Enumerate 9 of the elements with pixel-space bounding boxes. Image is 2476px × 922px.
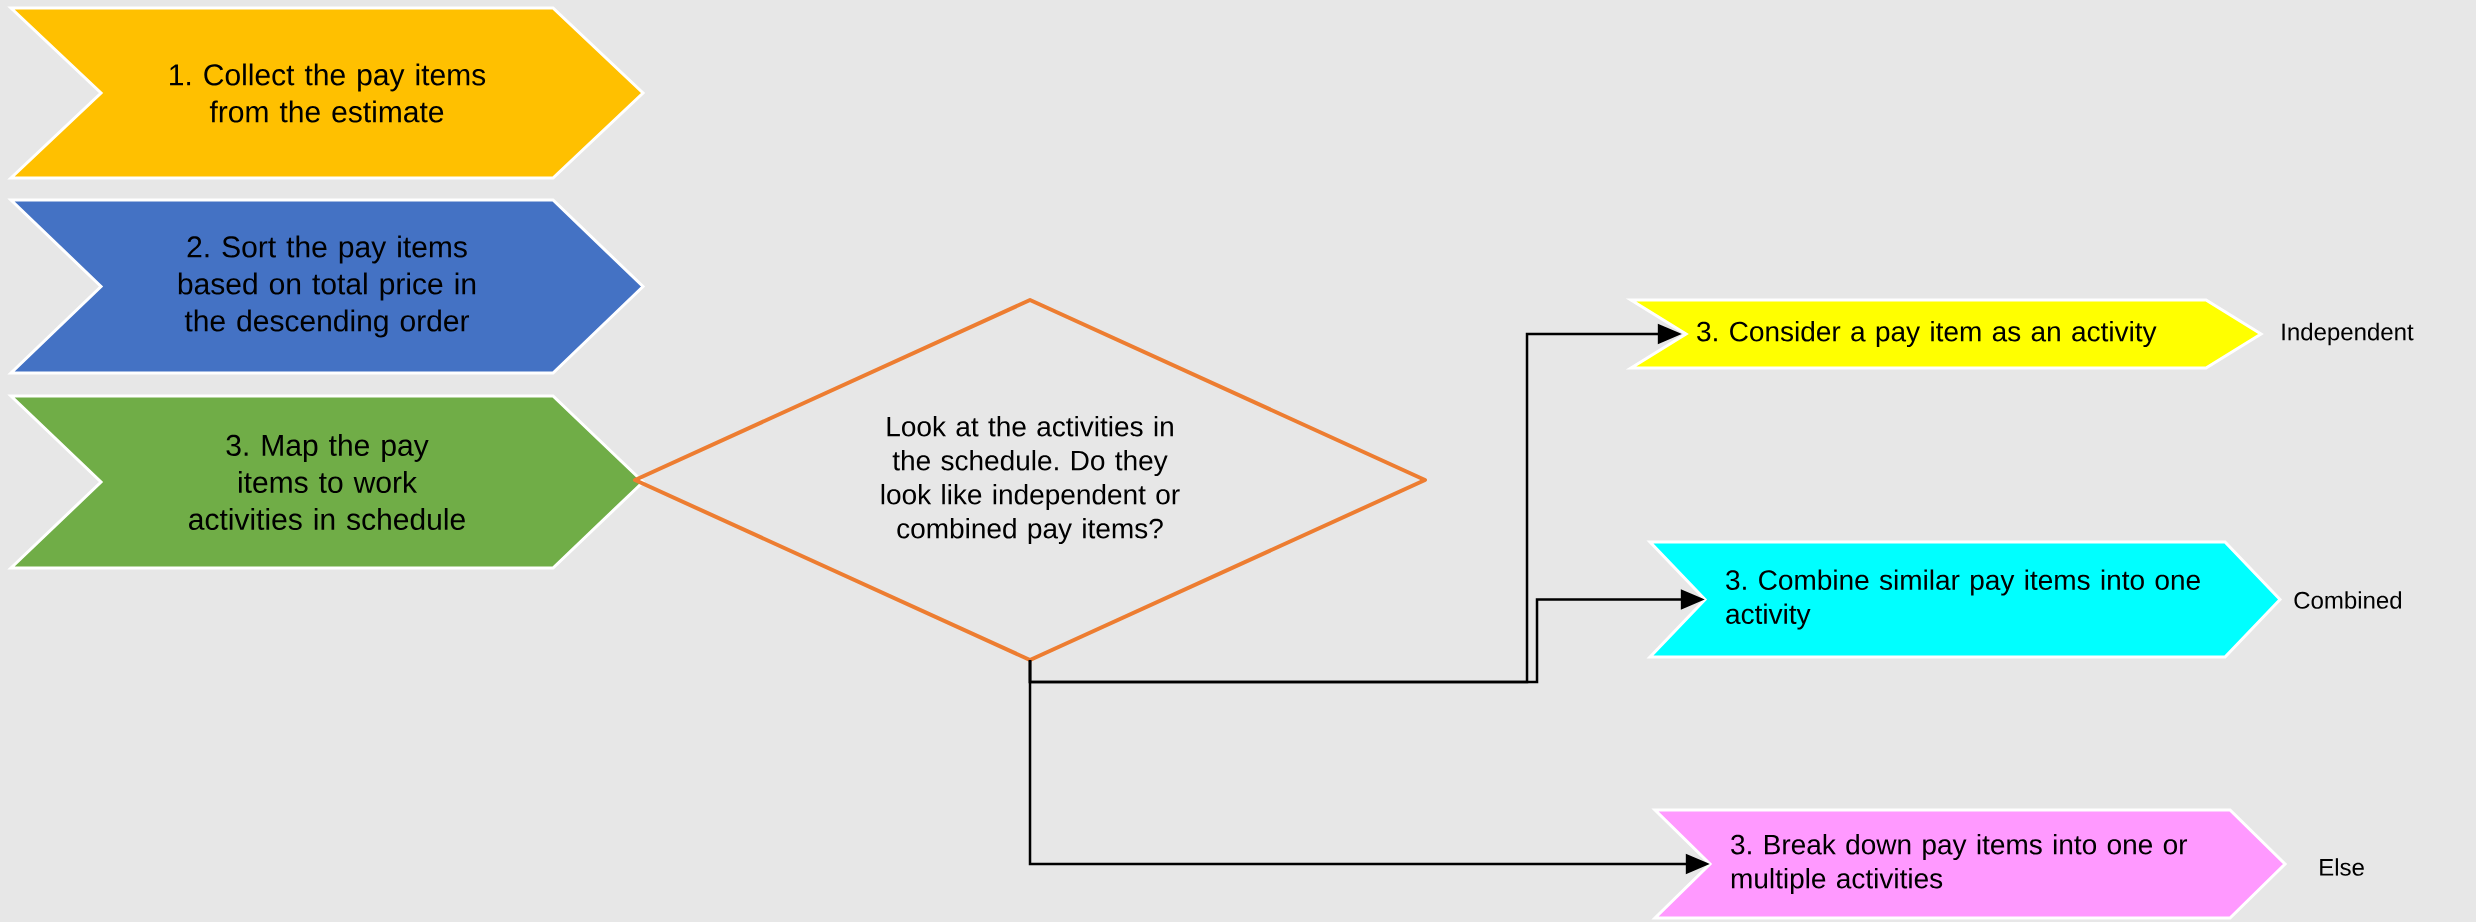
chevron-step: 2. Sort the pay items based on total price in the descending order: [7, 198, 646, 375]
chevron-step: 3. Consider a pay item as an activity: [1625, 298, 2264, 370]
side-label: Independent: [2282, 322, 2414, 346]
chevron-step: 1. Collect the pay items from the estimate: [7, 6, 646, 180]
chevron-step: 3. Map the pay items to work activities in schedule: [7, 394, 646, 570]
side-label: Combined: [2294, 591, 2402, 609]
chevron-step: 3. Break down pay items into one or multiple activities: [1651, 808, 2288, 920]
side-label: Else: [2320, 858, 2364, 876]
chevron-step: 3. Combine similar pay items into one activity: [1646, 540, 2283, 659]
